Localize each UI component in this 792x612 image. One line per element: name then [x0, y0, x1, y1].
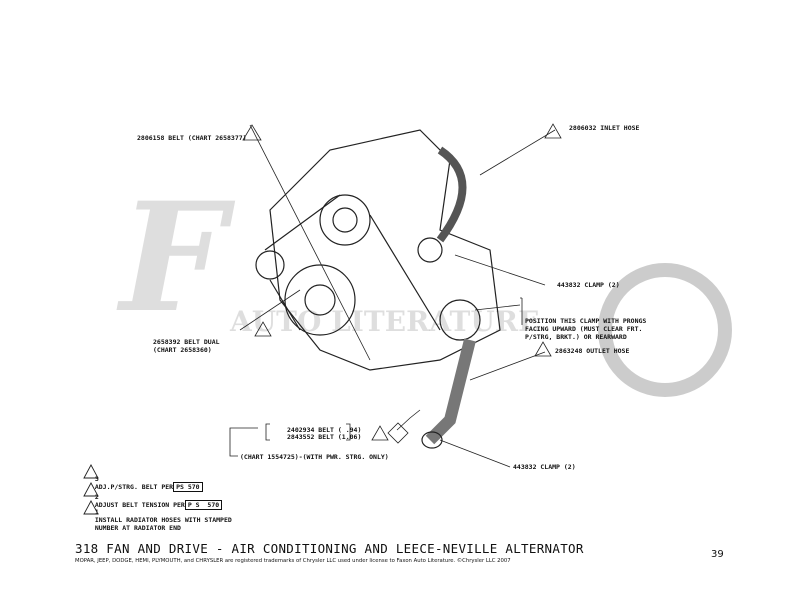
triangle-2-icon: 2	[94, 493, 99, 501]
fan-pulley	[284, 264, 356, 336]
callout-belt-b: 2843552 BELT (1.06)	[287, 433, 362, 441]
callout-inlet-hose: 2806032 INLET HOSE	[569, 124, 640, 132]
legal-notice: MOPAR, JEEP, DODGE, HEMI, PLYMOUTH, and …	[75, 558, 511, 564]
callout-clamp-bottom: 443832 CLAMP (2)	[513, 463, 576, 471]
callout-chart-note: (CHART 1554725)-(WITH PWR. STRG. ONLY)	[240, 453, 389, 461]
alternator-pulley	[255, 250, 285, 280]
pulley-upper	[319, 194, 371, 246]
watermark-brand: F	[120, 170, 227, 346]
watermark-seal	[598, 263, 732, 397]
page-number: 39	[711, 549, 724, 560]
triangle-1-icon: 1	[94, 508, 99, 516]
callout-belt-top: 2806158 BELT (CHART 2658377)	[137, 134, 247, 142]
watermark-sub: AUTO LITERATURE	[230, 305, 540, 338]
callout-outlet-hose: 2863248 OUTLET HOSE	[555, 347, 630, 355]
note-1: 1 INSTALL RADIATOR HOSES WITH STAMPED NU…	[94, 508, 232, 532]
callout-belt-a: 2402934 BELT ( .94)	[287, 426, 362, 434]
callout-clamp-top: 443832 CLAMP (2)	[557, 281, 620, 289]
page-title: 318 FAN AND DRIVE - AIR CONDITIONING AND…	[75, 541, 584, 556]
engine-outline	[269, 129, 501, 371]
triangle-3-icon: 3	[94, 475, 99, 483]
callout-belt-dual: 2658392 BELT DUAL(CHART 2658360)	[153, 338, 220, 354]
